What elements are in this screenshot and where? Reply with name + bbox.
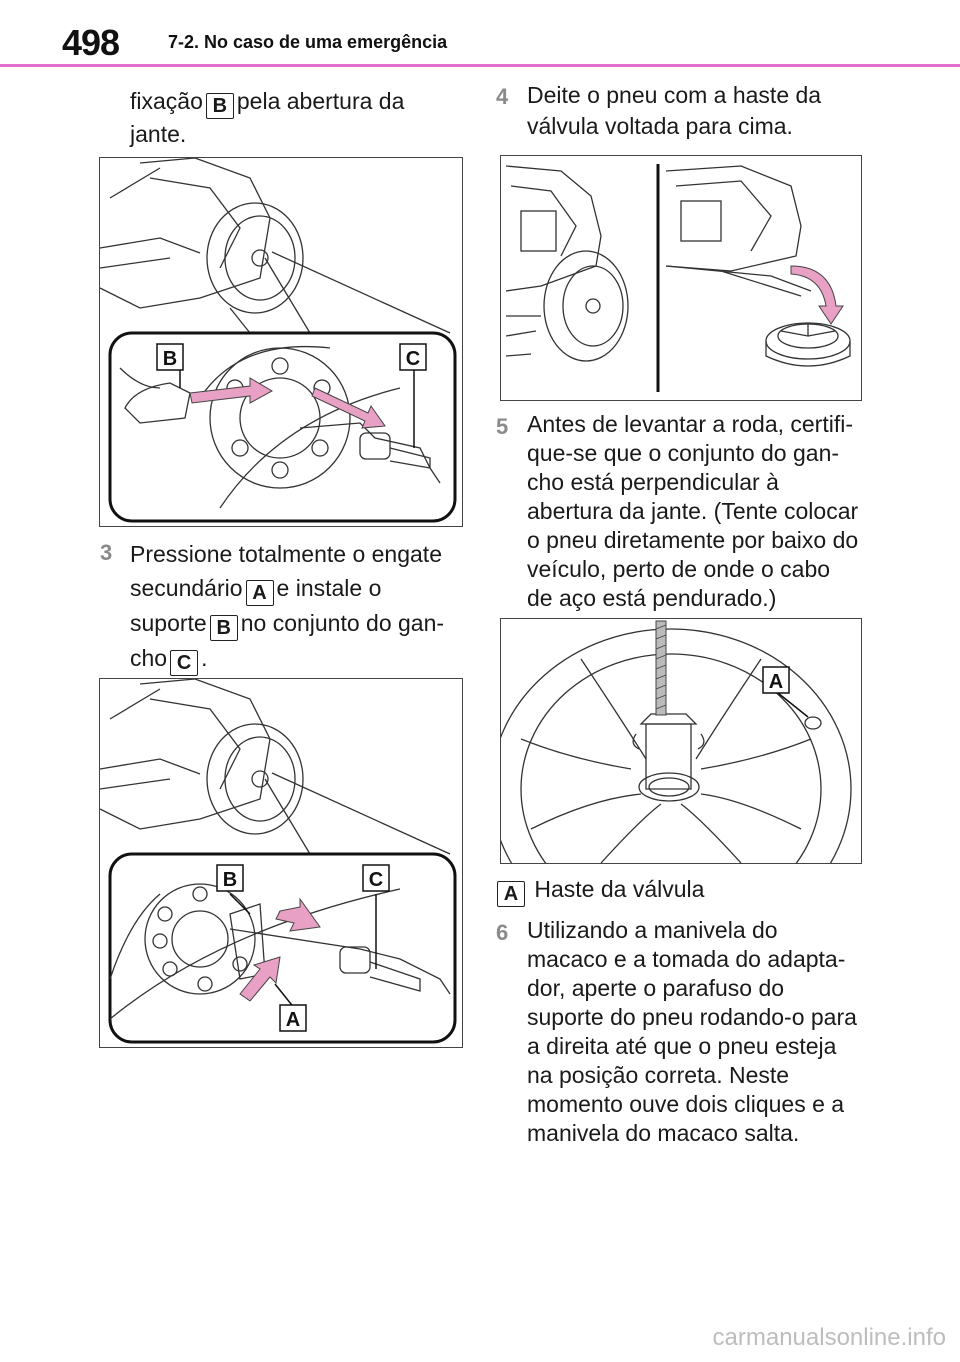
figure-hook-installation: B C [99,157,463,527]
step-3-line: cho [130,645,168,671]
arrow-bottom [239,956,281,1002]
step-3-line: . [201,645,208,671]
step-3-text: Pressione totalmente o engate secundário… [130,537,444,676]
step-4-line: válvula voltada para cima. [527,113,793,139]
step-6-text: Utilizando a manivela do macaco e a toma… [527,916,857,1148]
step-4-line: Deite o pneu com a haste da [527,82,822,108]
figure-secondary-latch: B C A [99,678,463,1048]
step-5-text: Antes de levantar a roda, certifi- que-s… [527,410,858,613]
step-6-line: Utilizando a manivela do [527,917,778,943]
step-5-line: Antes de levantar a roda, certifi- [527,411,853,437]
step-6-line: a direita até que o pneu esteja [527,1033,837,1059]
figure2-label-a: A [286,1009,300,1031]
step-3-line: no conjunto do gan- [240,610,445,636]
label-badge-b: B [205,93,234,119]
arrow-top [275,897,321,932]
arrow-curved [790,265,844,325]
watermark: carmanualsonline.info [712,1324,946,1351]
step-6-line: momento ouve dois cliques e a [527,1091,845,1117]
step-3-line: secundário [130,575,243,601]
step-5-number: 5 [496,414,509,439]
step-5-line: de aço está pendurado.) [527,585,777,611]
step-4-number: 4 [496,84,509,109]
step-5-line: que-se que o conjunto do gan- [527,440,840,466]
step-6-line: macaco e a tomada do adapta- [527,946,846,972]
figure1-label-b: B [163,348,177,370]
step-6-line: dor, aperte o parafuso do [527,975,785,1001]
step-5-line: veículo, perto de onde o cabo [527,556,831,582]
label-badge-b: B [209,615,238,641]
page-header: 498 7-2. No caso de uma emergência [0,0,960,67]
step-6-line: manivela do macaco salta. [527,1120,800,1146]
figure-valve-stem: A [500,618,862,864]
section-title: 7-2. No caso de uma emergência [168,32,448,52]
step-3-line: e instale o [276,575,382,601]
figure-lay-tire [500,155,862,401]
figure2-label-c: C [369,869,383,891]
step-3-line: suporte [130,610,207,636]
intro-text-part: fixação [130,88,203,114]
label-badge-a: A [497,881,525,907]
intro-text-part: pela abertura da [236,88,405,114]
page-number: 498 [62,22,120,63]
intro-text-line2: jante. [130,121,187,147]
step-4-text: Deite o pneu com a haste da válvula volt… [527,80,821,142]
step-6-line: na posição correta. Neste [527,1062,790,1088]
figure4-label-a: A [769,671,783,693]
step-5-line: cho está perpendicular à [527,469,779,495]
step-6-line: suporte do pneu rodando-o para [527,1004,857,1030]
arrow-left [189,377,274,404]
header-divider [0,64,960,67]
legend-valve-stem: A Haste da válvula [497,874,704,907]
label-badge-a: A [245,580,274,606]
step-3-line: Pressione totalmente o engate [130,541,442,567]
step-6-number: 6 [496,920,509,945]
figure1-label-c: C [406,348,420,370]
label-badge-c: C [170,650,199,676]
figure2-label-b: B [223,869,237,891]
arrow-right [311,387,386,429]
step-5-line: o pneu diretamente por baixo do [527,527,859,553]
legend-text: Haste da válvula [534,876,705,902]
step-3-number: 3 [100,540,113,565]
step-5-line: abertura da jante. (Tente colocar [527,498,859,524]
